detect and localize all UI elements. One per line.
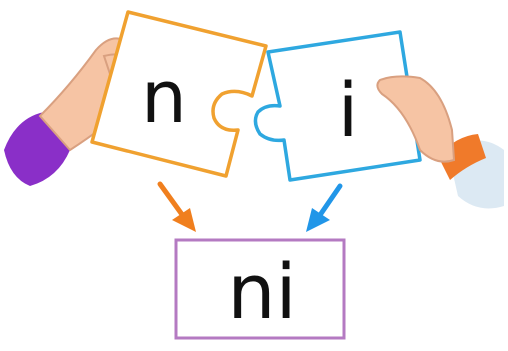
left-puzzle-piece [90,10,268,178]
result-box: ni [174,238,346,340]
right-fingers [376,75,456,163]
arrow-down-right-icon [157,181,196,232]
right-piece-letter: i [338,68,359,154]
arrow-down-left-icon [306,183,343,232]
result-word: ni [227,247,296,336]
right-puzzle-piece [253,30,422,182]
left-piece-letter: n [141,55,187,139]
